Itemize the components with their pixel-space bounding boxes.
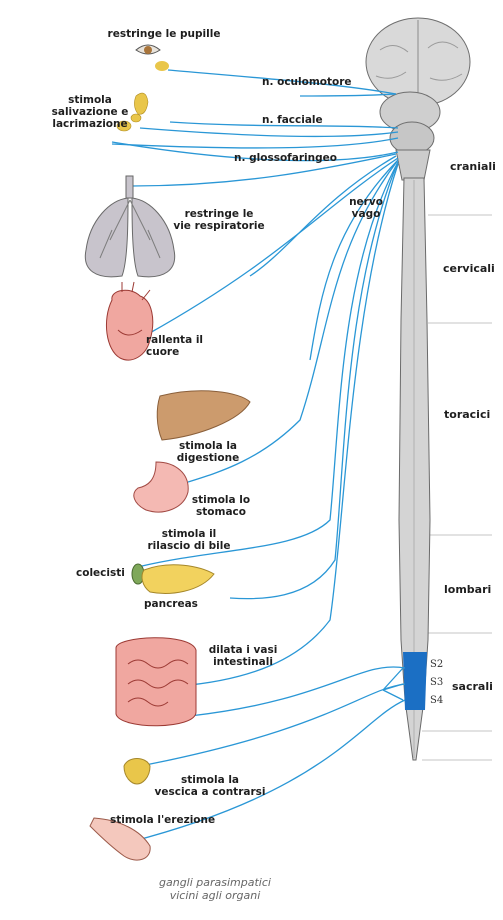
nerve-paths bbox=[111, 69, 406, 843]
segment-thoracic-label: toracici bbox=[444, 408, 491, 421]
effect-digestion-label: stimola la digestione bbox=[176, 440, 240, 464]
segment-cranial-label: craniali bbox=[450, 160, 496, 173]
penis-illustration bbox=[89, 817, 151, 861]
sacral-segment bbox=[403, 652, 427, 710]
pancreas-label: pancreas bbox=[144, 598, 198, 610]
intestines-illustration bbox=[115, 637, 197, 727]
segment-sacral-label: sacrali bbox=[452, 680, 493, 693]
effect-airways-label: restringe le vie respiratorie bbox=[173, 208, 265, 232]
effect-bladder-label: stimola la vescica a contrarsi bbox=[154, 774, 266, 798]
figure-caption: gangli parasimpatici vicini agli organi bbox=[159, 876, 271, 902]
segment-cervical-label: cervicali bbox=[443, 262, 495, 275]
facial-nerve-label: n. facciale bbox=[262, 114, 323, 126]
sacral-root-s4: S4 bbox=[430, 695, 444, 706]
bladder-illustration bbox=[123, 758, 151, 785]
segment-dividers bbox=[422, 214, 492, 761]
glossopharyngeal-nerve-label: n. glossofaringeo bbox=[234, 152, 337, 164]
heart-illustration bbox=[106, 281, 154, 361]
brain-illustration bbox=[365, 17, 471, 181]
sacral-root-s3: S3 bbox=[430, 677, 444, 688]
liver-illustration bbox=[156, 390, 251, 441]
effect-pupils-label: restringe le pupille bbox=[107, 28, 221, 40]
stomach-illustration bbox=[133, 461, 189, 513]
effect-bile-label: stimola il rilascio di bile bbox=[147, 528, 231, 552]
oculomotor-nerve-label: n. oculomotore bbox=[262, 76, 352, 88]
spinal-cord bbox=[398, 177, 431, 761]
pancreas-illustration bbox=[141, 564, 215, 594]
effect-stomach-label: stimola lo stomaco bbox=[191, 494, 251, 518]
effect-intestine-label: dilata i vasi intestinali bbox=[208, 644, 278, 668]
eye-illustration bbox=[135, 44, 169, 71]
sacral-root-s2: S2 bbox=[430, 659, 444, 670]
lungs-illustration bbox=[84, 175, 176, 278]
salivary-glands-illustration bbox=[116, 92, 149, 132]
effect-salivation-label: stimola salivazione e lacrimazione bbox=[51, 94, 129, 130]
effect-heart-label: rallenta il cuore bbox=[146, 334, 204, 358]
vagus-nerve-label: nervo vago bbox=[349, 196, 383, 220]
effect-erection-label: stimola l'erezione bbox=[110, 814, 216, 826]
segment-lumbar-label: lombari bbox=[444, 583, 492, 596]
gallbladder-label: colecisti bbox=[76, 567, 125, 579]
